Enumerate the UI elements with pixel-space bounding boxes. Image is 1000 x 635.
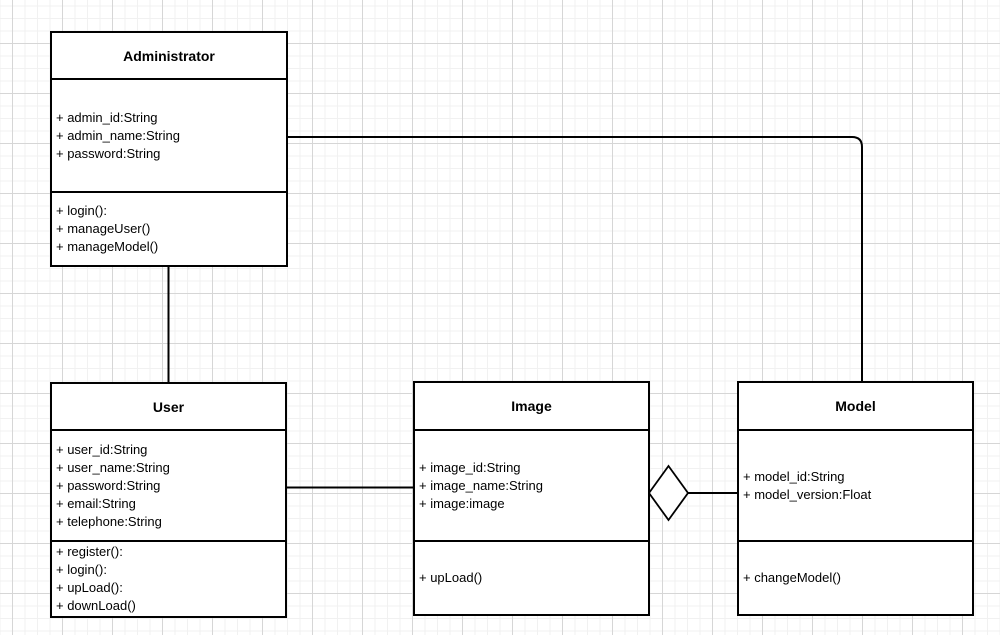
member-line: + login(): bbox=[56, 562, 107, 577]
member-line: + model_version:Float bbox=[743, 486, 872, 502]
member-line: + password:String bbox=[56, 477, 161, 493]
class-image-title: Image bbox=[415, 383, 648, 431]
member-line: + changeModel() bbox=[743, 570, 841, 585]
member-line: + register(): bbox=[56, 544, 123, 559]
member-line: + manageModel() bbox=[56, 239, 159, 254]
member-line: + password:String bbox=[56, 145, 161, 161]
connector-administrator-model[interactable] bbox=[288, 136, 863, 381]
member-line: + image:image bbox=[419, 495, 505, 511]
member-line: + admin_name:String bbox=[56, 127, 180, 143]
class-user-methods: + register(): + login(): + upLoad(): + down… bbox=[52, 542, 285, 616]
member-line: + user_id:String bbox=[56, 441, 148, 457]
class-image[interactable]: Image + image_id:String + image_name:Stri… bbox=[413, 381, 650, 616]
member-line: + telephone:String bbox=[56, 513, 162, 529]
class-administrator-methods: + login(): + manageUser() + manageModel() bbox=[52, 193, 286, 265]
class-administrator[interactable]: Administrator + admin_id:String + admin_n… bbox=[50, 31, 288, 267]
member-line: + user_name:String bbox=[56, 459, 170, 475]
class-administrator-attributes: + admin_id:String + admin_name:String + pa… bbox=[52, 80, 286, 193]
member-line: + image_name:String bbox=[419, 477, 543, 493]
class-administrator-title: Administrator bbox=[52, 33, 286, 80]
class-user-attributes: + user_id:String + user_name:String + pass… bbox=[52, 431, 285, 542]
class-model-methods: + changeModel() bbox=[739, 542, 972, 614]
member-line: + downLoad() bbox=[56, 598, 136, 613]
member-line: + email:String bbox=[56, 495, 136, 511]
class-model-attributes: + model_id:String + model_version:Float bbox=[739, 431, 972, 542]
member-line: + upLoad(): bbox=[56, 580, 123, 595]
class-user[interactable]: User + user_id:String+ user_name:String+… bbox=[50, 382, 287, 618]
aggregation-diamond-icon[interactable] bbox=[647, 464, 690, 522]
member-line: + manageUser() bbox=[56, 221, 151, 236]
class-model[interactable]: Model + model_id:String + model_version:F… bbox=[737, 381, 974, 616]
member-line: + image_id:String bbox=[419, 459, 521, 475]
class-user-title: User bbox=[52, 384, 285, 431]
class-image-attributes: + image_id:String + image_name:String + im… bbox=[415, 431, 648, 542]
member-line: + model_id:String bbox=[743, 468, 845, 484]
class-image-methods: + upLoad() bbox=[415, 542, 648, 614]
class-model-title: Model bbox=[739, 383, 972, 431]
member-line: + upLoad() bbox=[419, 570, 483, 585]
member-line: + login(): bbox=[56, 203, 107, 218]
member-line: + admin_id:String bbox=[56, 109, 158, 125]
